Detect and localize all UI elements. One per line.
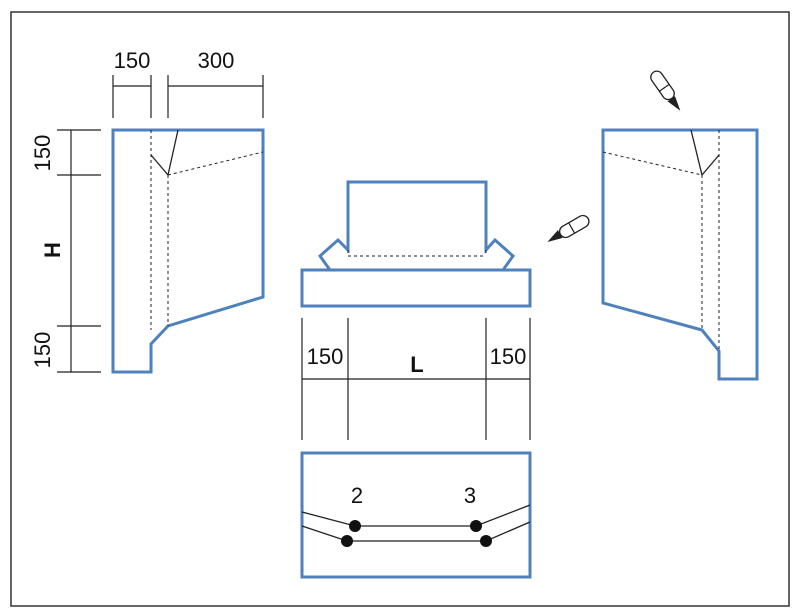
dim-label-length-l: L [410, 352, 423, 377]
dim-label-height-bottom: 150 [30, 332, 55, 369]
dim-label-width-large: 300 [198, 48, 235, 73]
right-panel-outline [601, 128, 759, 381]
base-plank [300, 268, 532, 308]
post-outline [317, 180, 516, 272]
dim-label-height-h: H [40, 242, 65, 258]
point-2-top [349, 520, 361, 532]
point-label-2: 2 [351, 483, 363, 508]
cut-line-top [301, 504, 531, 527]
dim-label-bottom-right: 150 [490, 344, 527, 369]
left-panel-outline [111, 128, 265, 374]
left-view: 150 300 150 H 150 [30, 48, 265, 374]
bottom-panel [300, 451, 532, 579]
point-3-top [470, 520, 482, 532]
middle-view: 150 L 150 [300, 180, 590, 440]
right-dash-diag [602, 151, 703, 176]
cut-line-bottom [301, 521, 531, 542]
left-cut-mark [150, 129, 179, 177]
right-view [601, 70, 759, 381]
knife-icon [650, 70, 681, 111]
knife-icon [547, 214, 590, 242]
point-label-3: 3 [464, 483, 476, 508]
dim-label-width-small: 150 [114, 48, 151, 73]
point-2-bottom [341, 535, 353, 547]
dim-label-bottom-left: 150 [307, 344, 344, 369]
frame [10, 11, 790, 607]
left-dash-diag [167, 151, 264, 176]
point-3-bottom [480, 535, 492, 547]
dim-label-height-top: 150 [30, 135, 55, 172]
right-cut-mark [690, 129, 720, 177]
bottom-view: 2 3 [300, 451, 532, 579]
